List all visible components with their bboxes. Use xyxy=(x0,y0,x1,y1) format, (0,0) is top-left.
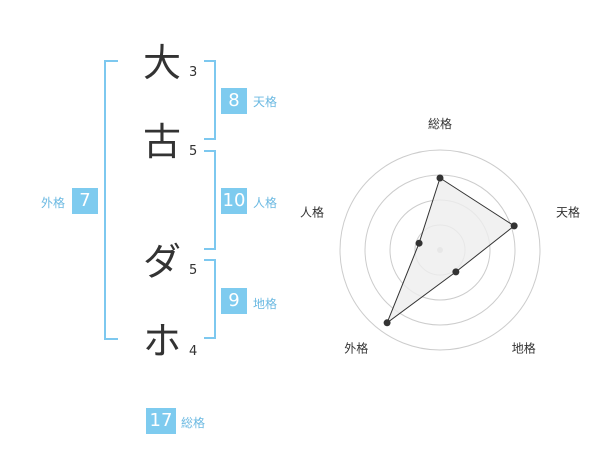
chikaku-label: 地格 xyxy=(253,297,278,311)
radar-axis-label-5: 人格 xyxy=(300,204,324,219)
radar-point-4 xyxy=(383,319,391,327)
stroke-count-1: 3 xyxy=(189,65,198,80)
radar-axis-label-2: 天格 xyxy=(556,204,580,219)
radar-point-2 xyxy=(510,222,518,230)
soukaku-value-badge: 17 xyxy=(146,408,176,434)
jinkaku-bracket xyxy=(204,150,216,250)
chikaku-bracket xyxy=(204,259,216,339)
radar-area xyxy=(385,177,516,325)
gaikaku-bracket xyxy=(104,60,118,340)
jinkaku-value-badge: 10 xyxy=(221,188,247,214)
gaikaku-label: 外格 xyxy=(41,196,66,210)
tenkaku-value-badge: 8 xyxy=(221,88,247,114)
soukaku-label: 総格 xyxy=(181,416,206,430)
radar-point-1 xyxy=(436,174,444,182)
chikaku-value-badge: 9 xyxy=(221,288,247,314)
radar-point-3 xyxy=(452,268,460,276)
stroke-count-3: 5 xyxy=(189,263,198,278)
name-char-4: ホ xyxy=(143,319,182,363)
stroke-count-4: 4 xyxy=(189,344,198,359)
gaikaku-value-badge: 7 xyxy=(72,188,98,214)
radar-axis-label-3: 地格 xyxy=(512,341,536,356)
radar-axis-label-4: 外格 xyxy=(344,341,368,356)
radar-ring-4 xyxy=(339,149,541,351)
name-char-1: 大 xyxy=(143,41,182,85)
jinkaku-label: 人格 xyxy=(253,196,278,210)
tenkaku-bracket xyxy=(204,60,216,140)
radar-point-5 xyxy=(415,239,423,247)
radar-axis-label-1: 総格 xyxy=(428,116,452,131)
tenkaku-label: 天格 xyxy=(253,95,278,109)
name-char-3: ダ xyxy=(143,240,182,284)
stroke-count-2: 5 xyxy=(189,144,198,159)
name-char-2: 古 xyxy=(143,120,182,164)
